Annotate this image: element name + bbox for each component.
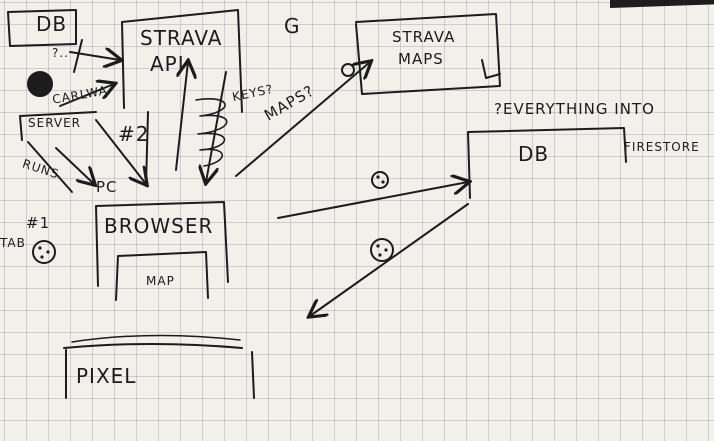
- question-marks-label: ?..: [52, 46, 69, 60]
- number-2-label: #2: [118, 122, 150, 146]
- arrow-keys-down: [206, 71, 227, 182]
- black-dot: [27, 71, 53, 97]
- maps-tick: [481, 59, 501, 79]
- arrow-api-to-browser: [145, 111, 149, 187]
- strava-api-label-2: API: [150, 52, 185, 76]
- spiral-scribble: [195, 98, 228, 167]
- tab-label: TAB: [0, 236, 26, 250]
- cookie-4: [32, 240, 56, 264]
- pc-label: PC: [96, 178, 118, 196]
- number-1-label: #1: [26, 214, 51, 232]
- g-symbol-label: G: [284, 14, 301, 38]
- arrow-to-api-up: [175, 62, 188, 171]
- arrow-runs-to-pc: [55, 147, 94, 184]
- map-label: MAP: [146, 274, 175, 288]
- cookie-2: [371, 171, 389, 189]
- pixel-label: PIXEL: [76, 364, 137, 388]
- arrow-server-runs: [27, 141, 73, 193]
- server-box: [19, 111, 97, 141]
- cookie-1: [341, 63, 355, 77]
- arrow-to-maps: [235, 62, 370, 177]
- arrow-server-to-api: [59, 84, 114, 107]
- db-main-box: [467, 127, 627, 199]
- map-box: [115, 251, 209, 301]
- db-top-box: [7, 9, 77, 47]
- browser-label: BROWSER: [104, 214, 214, 238]
- arrow-api-to-db: [73, 39, 83, 73]
- arrow-browser-to-db: [277, 182, 468, 219]
- browser-box: [95, 201, 229, 287]
- everything-into-label: ?EVERYTHING INTO: [494, 100, 655, 118]
- db-main-label: DB: [518, 142, 550, 166]
- server-label: SERVER: [28, 116, 82, 130]
- arrow-server-to-browser: [95, 119, 146, 184]
- cookie-3: [370, 238, 394, 262]
- strava-maps-label-2: MAPS: [398, 50, 444, 68]
- strava-api-label-1: STRAVA: [140, 26, 223, 50]
- arrow-db-to-browser: [310, 203, 469, 316]
- strava-maps-label-1: STRAVA: [392, 28, 456, 46]
- pixel-box: [63, 343, 255, 399]
- db-top-label: DB: [36, 12, 68, 36]
- firestore-label: FIRESTORE: [624, 140, 700, 154]
